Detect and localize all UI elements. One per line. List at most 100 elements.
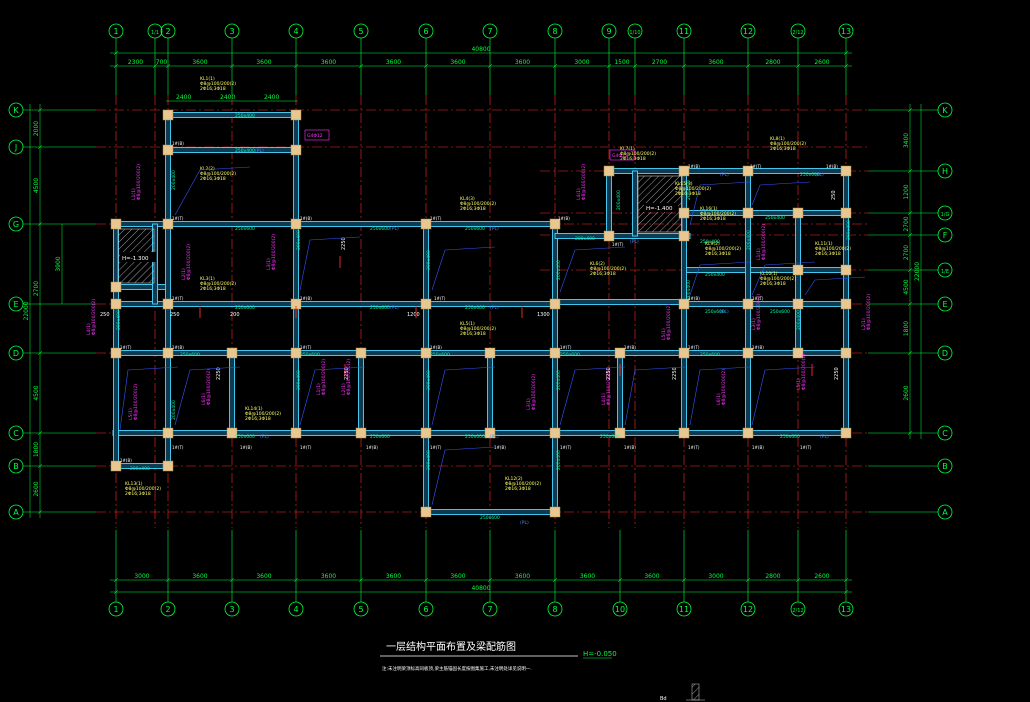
leader-line	[689, 261, 751, 296]
dimension-value: 2700	[903, 245, 910, 260]
secondary-beam-callout: L1(1)	[756, 248, 762, 260]
dimension-value: 2600	[33, 481, 40, 496]
beam-callout-rebar: Φ8@100/200(2)	[505, 481, 541, 487]
column	[549, 427, 561, 439]
beam-size-label: 250x600	[370, 305, 390, 311]
dimension-total: 40800	[471, 585, 490, 592]
axis-bottom-3: 4	[293, 605, 298, 614]
dimension-value: 3600	[708, 59, 723, 66]
beam-size-vertical: 200x400	[296, 370, 302, 390]
offset-dimension: 250	[170, 312, 180, 318]
beam	[113, 352, 119, 467]
axis-left-6: B	[13, 462, 19, 471]
axis-left-0-circle	[8, 102, 24, 118]
column-label: 1#(T)	[300, 345, 312, 350]
beam-callout-mainbar: 2Φ16;3Φ18	[460, 206, 486, 212]
axis-right-3-circle	[937, 227, 953, 243]
secondary-beam-callout: L2(1)	[341, 383, 347, 395]
axis-left-4-circle	[8, 345, 24, 361]
beam-callout-title: KL1(1)	[200, 76, 215, 82]
axis-top-14-circle	[838, 23, 854, 39]
beam	[487, 352, 493, 437]
column-label: 1#(T)	[172, 216, 184, 221]
column-label: 1#(T)	[300, 445, 312, 450]
axis-top-13: 2/12	[792, 30, 803, 36]
elevation-tag-text: G4Φ12	[307, 133, 323, 139]
column	[603, 230, 615, 242]
secondary-beam-rebar: Φ8@100/200(2)	[531, 374, 537, 410]
axis-bottom-10: 12	[743, 605, 753, 614]
axis-top-12: 12	[743, 27, 753, 36]
beam	[167, 147, 297, 153]
axis-right-2: 1/G	[941, 212, 950, 218]
secondary-beam-rebar: Φ8@100/200(2)	[866, 294, 872, 330]
column-label: 1#(B)	[624, 345, 636, 350]
column	[162, 460, 174, 472]
column-label: 1#(B)	[300, 216, 312, 221]
dimension-value: 2600	[903, 385, 910, 400]
axis-top-0: 1	[113, 27, 118, 36]
axis-top-7: 7	[487, 27, 492, 36]
beam	[683, 301, 847, 307]
axis-bottom-6: 7	[487, 605, 492, 614]
dimension-value: 3000	[574, 59, 589, 66]
column	[549, 298, 561, 310]
secondary-beam-callout: L5(1)	[128, 408, 134, 420]
axis-left-5-circle	[8, 425, 24, 441]
axis-top-13-circle	[790, 23, 806, 39]
axis-top-9: 9	[606, 27, 611, 36]
secondary-beam-rebar: Φ8@100/200(2)	[91, 299, 97, 335]
axis-bottom-4: 5	[358, 605, 363, 614]
column	[840, 427, 852, 439]
beam-callout-mainbar: 2Φ16;3Φ18	[125, 491, 151, 497]
dimension-value: 4500	[903, 279, 910, 294]
beam-callout-title: KL14(1)	[245, 406, 263, 412]
beam-callout-mainbar: 2Φ16;3Φ18	[815, 251, 841, 257]
dimension-value: 1800	[33, 442, 40, 457]
grid-lines	[96, 95, 868, 528]
secondary-beam-rebar: Φ8@100/200(2)	[206, 369, 212, 405]
axis-bottom-10-circle	[740, 601, 756, 617]
dimension-value: 2700	[903, 216, 910, 231]
dimension-value: 3000	[708, 573, 723, 580]
axis-right-4: 1/E	[941, 269, 949, 275]
beam-callout-title: KL16(1)	[700, 206, 718, 212]
column	[678, 347, 690, 359]
beam-size-label: 250x600	[705, 309, 725, 315]
beam-callout-mainbar: 2Φ16;3Φ18	[505, 486, 531, 492]
beam-size-label: 250x600	[770, 309, 790, 315]
axis-bottom-11-circle	[790, 601, 806, 617]
beam-size-vertical: 200x400	[556, 260, 562, 280]
secondary-beam-callout: L3(1)	[751, 318, 757, 330]
dimension-total: 22000	[23, 301, 30, 320]
column	[742, 347, 754, 359]
dimension-value: 3600	[450, 59, 465, 66]
axis-left-3-circle	[8, 296, 24, 312]
leader-line	[689, 181, 751, 226]
axis-left-7: A	[13, 508, 19, 517]
beam-size-label: 250x400	[235, 113, 255, 119]
column-label: 1#(T)	[560, 445, 572, 450]
beam-size-label: 250x600	[300, 352, 320, 358]
column	[110, 298, 122, 310]
column	[226, 427, 238, 439]
column-label: 1#(B)	[366, 445, 378, 450]
offset-dimension: 250	[100, 312, 110, 318]
dimension-value: 3000	[134, 573, 149, 580]
column-label: 1#(T)	[430, 445, 442, 450]
beam-size-label: 250x400	[235, 148, 255, 154]
axis-right-8-circle	[937, 458, 953, 474]
leader-line	[804, 276, 866, 296]
dimension-value: 3400	[903, 133, 910, 148]
axis-top-5-circle	[353, 23, 369, 39]
column	[792, 298, 804, 310]
leader-line	[431, 446, 496, 506]
secondary-beam-callout: L3(1)	[266, 258, 272, 270]
beam-size-vertical: 200x400	[846, 220, 852, 240]
leader-line	[299, 366, 366, 426]
column	[549, 218, 561, 230]
axis-bottom-7-circle	[547, 601, 563, 617]
offset-dimension-vertical: 2250	[672, 367, 678, 380]
column	[355, 347, 367, 359]
axis-top-0-circle	[108, 23, 124, 39]
